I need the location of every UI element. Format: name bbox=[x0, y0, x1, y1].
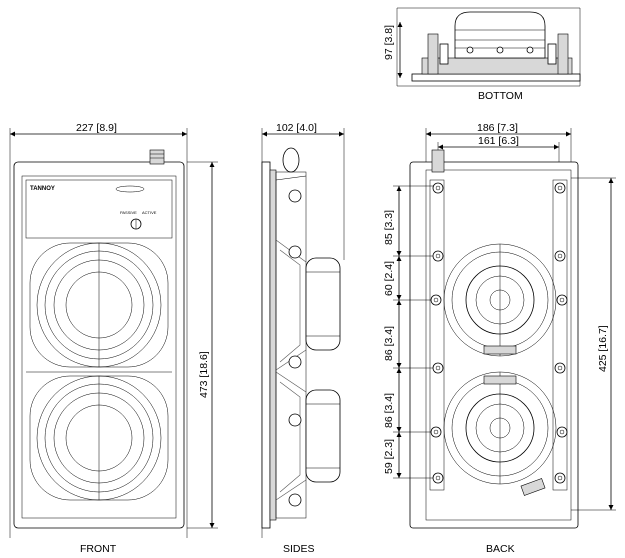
front-woofer-upper bbox=[29, 242, 169, 368]
front-brand-text: TANNOY bbox=[30, 186, 55, 192]
bottom-depth-label: 97 [3.8] bbox=[383, 25, 395, 60]
back-seg-2-label: 60 [2.4] bbox=[383, 261, 395, 296]
front-switch-passive: PASSIVE bbox=[120, 210, 137, 215]
back-view-label: BACK bbox=[486, 543, 515, 555]
sides-view: 102 [4.0] SIDES bbox=[261, 122, 345, 555]
front-view-label: FRONT bbox=[80, 543, 117, 555]
back-inner-width-label: 161 [6.3] bbox=[478, 135, 519, 147]
front-woofer-lower bbox=[29, 375, 169, 501]
back-outer-width-label: 186 [7.3] bbox=[477, 122, 518, 134]
front-width-label: 227 [8.9] bbox=[76, 122, 117, 134]
back-mounting-bolts bbox=[430, 182, 568, 484]
front-switch-active: ACTIVE bbox=[142, 210, 157, 215]
back-view: 186 [7.3] 161 [6.3] 425 [16.7] 85 [3.3] … bbox=[383, 122, 616, 555]
back-driver-upper bbox=[443, 243, 557, 357]
back-seg-4-label: 86 [3.4] bbox=[383, 393, 395, 428]
bottom-view: 97 [3.8] BOTTOM bbox=[383, 7, 581, 102]
back-seg-1-label: 85 [3.3] bbox=[383, 210, 395, 245]
front-view: 227 [8.9] 473 [18.6] TANNOY PASSIVE ACTI… bbox=[9, 122, 218, 555]
sides-depth-label: 102 [4.0] bbox=[276, 122, 317, 134]
front-height-label: 473 [18.6] bbox=[198, 351, 210, 398]
back-seg-3-label: 86 [3.4] bbox=[383, 326, 395, 361]
bottom-view-label: BOTTOM bbox=[478, 90, 523, 102]
back-driver-lower bbox=[443, 371, 557, 496]
back-height-label: 425 [16.7] bbox=[597, 325, 609, 372]
back-seg-5-label: 59 [2.3] bbox=[383, 439, 395, 474]
sides-view-label: SIDES bbox=[283, 543, 315, 555]
